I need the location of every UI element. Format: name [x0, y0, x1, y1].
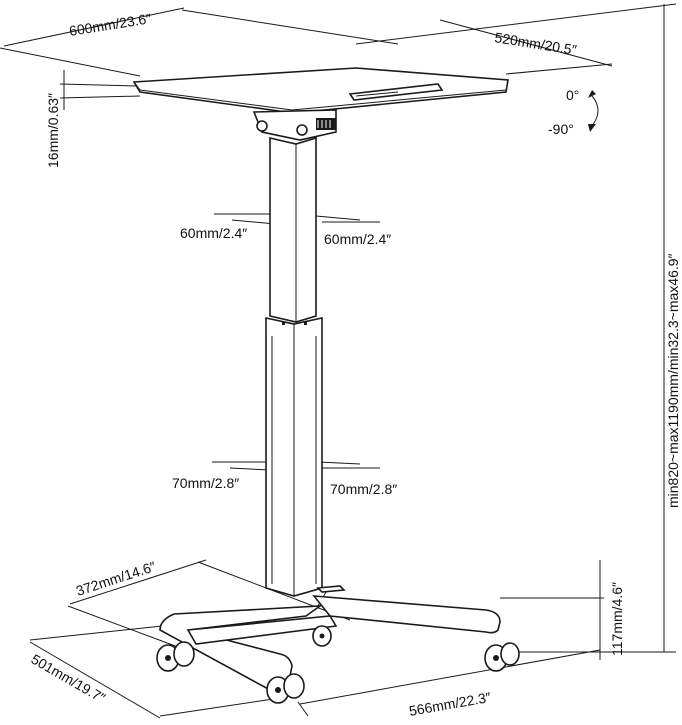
top-width-dimension-line	[3, 7, 185, 47]
top-depth-label: 520mm/20.5″	[494, 29, 578, 58]
caster-hub	[493, 655, 499, 661]
base-side-width-label: 566mm/22.3″	[408, 689, 492, 719]
top-bracket	[252, 109, 337, 141]
base-front-dimension-line	[29, 641, 161, 719]
thickness-ext-top	[59, 83, 137, 87]
height-range-label: min820~max1190mm/min32.3~max46.9″	[665, 253, 681, 508]
top-thickness-label: 16mm/0.63″	[45, 93, 61, 168]
cross-bar-detail	[243, 619, 291, 625]
pedal-plate	[316, 585, 346, 593]
caster-hub	[319, 633, 325, 639]
tilt-arrow-tail	[588, 90, 596, 98]
top-depth-dimension-line	[439, 19, 613, 67]
tilt-neg-label: -90°	[548, 121, 574, 137]
col-lower-mark-diag2	[317, 461, 361, 465]
tilt-zero-label: 0°	[566, 87, 579, 103]
caster-hub	[275, 687, 281, 693]
tilt-arrow	[591, 95, 599, 127]
caster-wheel-inner	[500, 642, 520, 666]
top-width-ext-right	[181, 9, 399, 45]
column-rivet-left	[282, 322, 285, 325]
base-front-ext-bottom	[159, 697, 281, 717]
top-width-ext-left	[0, 47, 141, 77]
col-lower-left-label: 70mm/2.8″	[172, 475, 239, 491]
top-depth-ext	[505, 63, 613, 75]
base-depth-label: 372mm/14.6″	[74, 558, 158, 599]
column	[265, 136, 323, 597]
table-top	[132, 67, 599, 132]
col-upper-left-label: 60mm/2.4″	[180, 225, 247, 241]
base-depth-dimension-line	[69, 559, 207, 605]
column-rivet-right	[304, 322, 307, 325]
caster-front-left	[156, 641, 195, 672]
rear-leg	[312, 595, 501, 634]
caster-height-label: 117mm/4.6″	[609, 582, 625, 656]
top-width-label: 600mm/23.6″	[68, 10, 152, 39]
caster-rear-center	[312, 625, 332, 647]
col-upper-right-label: 60mm/2.4″	[324, 231, 391, 247]
base-side-ext-left	[297, 701, 309, 717]
col-lower-mark-diag	[229, 467, 271, 471]
base-side-dimension-line	[299, 649, 601, 705]
base-front-width-label: 501mm/19.7″	[29, 651, 109, 706]
bracket-knob-left	[256, 120, 268, 132]
col-upper-mark-diag	[231, 219, 277, 225]
base-front-ext-top	[29, 625, 163, 641]
caster-wheel-inner	[173, 641, 195, 667]
col-lower-right-label: 70mm/2.8″	[330, 481, 397, 497]
dimension-lines	[0, 3, 677, 719]
base	[159, 595, 501, 693]
upper-column	[269, 136, 317, 323]
tilt-arrow-head	[588, 124, 596, 132]
desk-edge-right	[291, 89, 507, 111]
desk-edge-left	[133, 81, 141, 91]
caster-wheel-inner	[283, 673, 305, 699]
caster-hub	[165, 655, 171, 661]
col-upper-mark-diag2	[315, 215, 361, 221]
casters	[156, 625, 520, 704]
top-edge-extension	[355, 3, 677, 45]
pen-stopper-line	[355, 91, 399, 97]
caster-rear-right	[484, 642, 520, 672]
base-depth-ext-left	[67, 605, 187, 651]
desk-surface	[132, 67, 509, 114]
bracket-knob-center	[296, 124, 308, 136]
desk-edge-front	[139, 89, 293, 111]
thickness-ext-bottom	[59, 95, 141, 99]
caster-front-right	[266, 673, 305, 704]
